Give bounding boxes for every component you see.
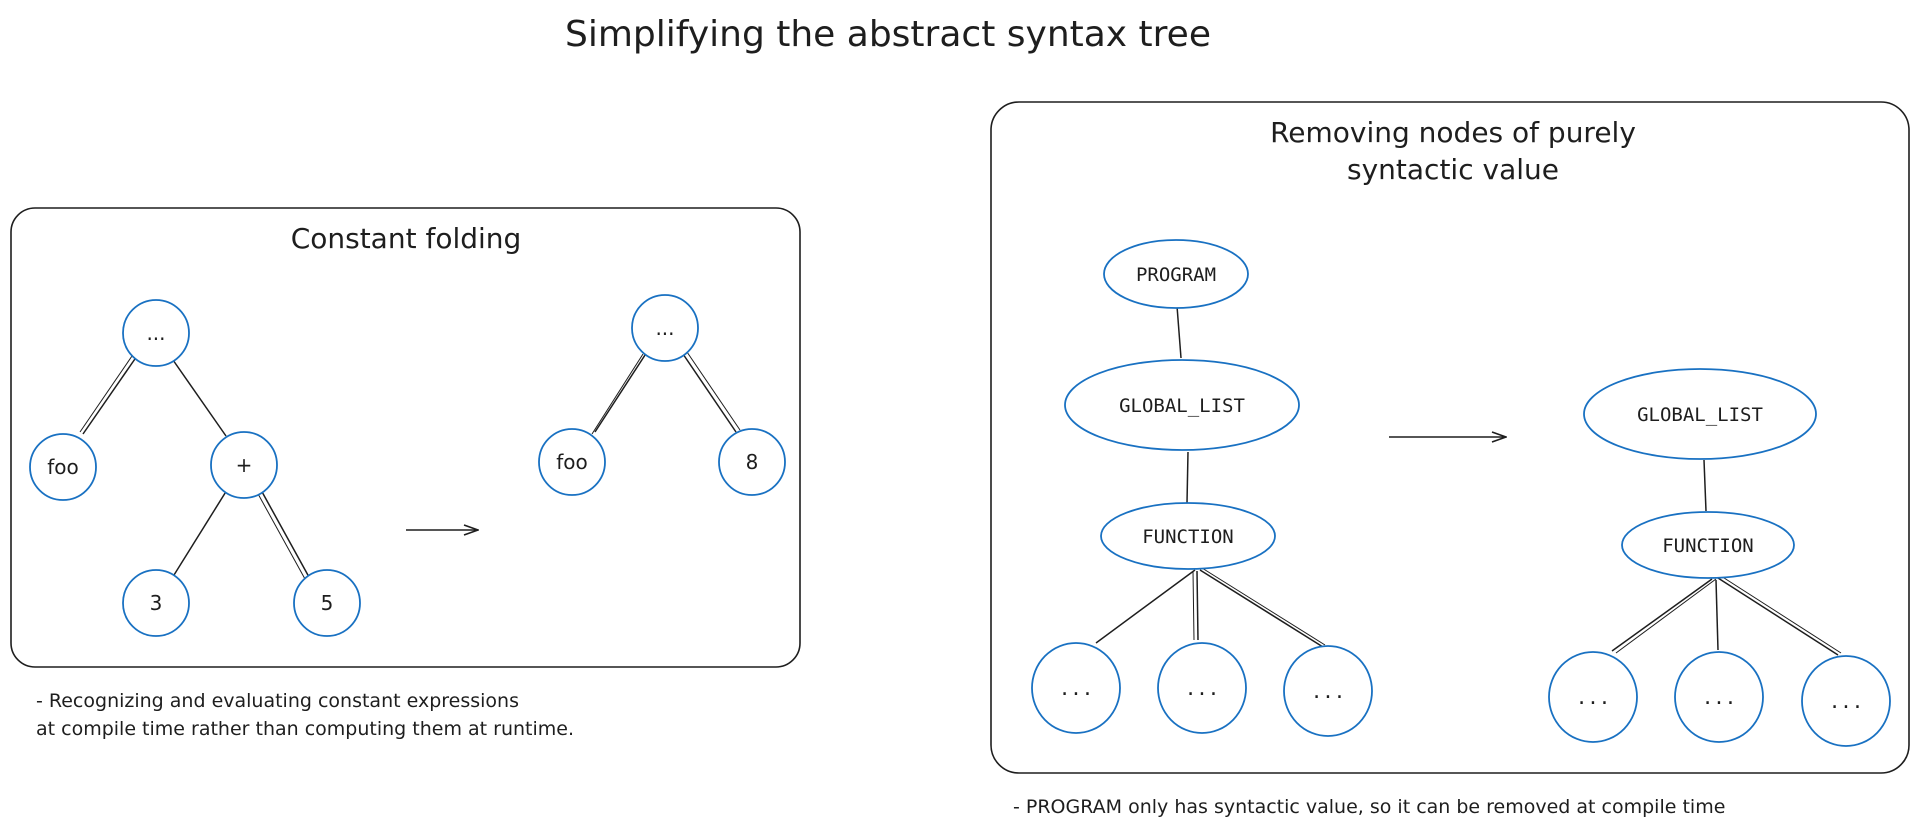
removing-nodes-heading-line1: Removing nodes of purely <box>1270 116 1636 149</box>
before-ast-edges <box>1095 305 1326 648</box>
constant-folding-frame <box>10 207 801 668</box>
node-child2-after: ... <box>1674 651 1764 743</box>
node-five: 5 <box>293 569 361 637</box>
node-three: 3 <box>122 569 190 637</box>
node-global-list-before: GLOBAL_LIST <box>1064 359 1300 451</box>
node-eight-label: 8 <box>746 450 759 474</box>
node-program-label: PROGRAM <box>1136 264 1216 286</box>
node-child1-before: ... <box>1031 642 1121 734</box>
constant-folding-heading: Constant folding <box>291 222 522 255</box>
node-global-list-after: GLOBAL_LIST <box>1583 368 1817 460</box>
removing-nodes-heading-line2: syntactic value <box>1347 153 1559 186</box>
node-root-after: ... <box>631 294 699 362</box>
node-plus: + <box>210 431 278 499</box>
node-child2-before: ... <box>1157 642 1247 734</box>
node-child3-before: ... <box>1283 645 1373 737</box>
node-plus-label: + <box>236 453 253 477</box>
node-child3-before-label: ... <box>1311 681 1345 703</box>
node-child1-after: ... <box>1548 651 1638 743</box>
node-function-before: FUNCTION <box>1100 502 1276 570</box>
node-child1-after-label: ... <box>1576 687 1610 709</box>
removing-nodes-frame <box>990 101 1910 774</box>
node-child3-after: ... <box>1801 655 1891 747</box>
node-function-before-label: FUNCTION <box>1142 526 1234 548</box>
before-tree-edges <box>79 355 310 580</box>
constant-folding-panel: Constant folding ... foo + 3 <box>10 207 801 668</box>
node-global-list-after-label: GLOBAL_LIST <box>1637 404 1763 426</box>
node-child2-after-label: ... <box>1702 687 1736 709</box>
node-program: PROGRAM <box>1103 239 1249 309</box>
node-root-before-label: ... <box>146 321 165 345</box>
node-eight: 8 <box>718 428 786 496</box>
node-global-list-before-label: GLOBAL_LIST <box>1119 395 1245 417</box>
node-foo-after: foo <box>538 428 606 496</box>
constant-folding-note-line1: - Recognizing and evaluating constant ex… <box>36 690 519 712</box>
node-foo-before: foo <box>29 433 97 501</box>
node-five-label: 5 <box>321 591 334 615</box>
after-tree-edges <box>591 351 741 435</box>
node-foo-before-label: foo <box>47 455 79 479</box>
node-function-after: FUNCTION <box>1621 511 1795 579</box>
node-child3-after-label: ... <box>1829 691 1863 713</box>
after-ast-edges <box>1611 459 1842 656</box>
removing-nodes-note: - PROGRAM only has syntactic value, so i… <box>1013 796 1725 818</box>
node-function-after-label: FUNCTION <box>1662 535 1754 557</box>
node-child1-before-label: ... <box>1059 678 1093 700</box>
node-three-label: 3 <box>150 591 163 615</box>
removing-nodes-panel: Removing nodes of purely syntactic value… <box>990 101 1910 774</box>
node-root-before: ... <box>122 299 190 367</box>
node-foo-after-label: foo <box>556 450 588 474</box>
node-child2-before-label: ... <box>1185 678 1219 700</box>
node-root-after-label: ... <box>655 316 674 340</box>
constant-folding-note-line2: at compile time rather than computing th… <box>36 718 574 740</box>
diagram-title: Simplifying the abstract syntax tree <box>565 14 1211 55</box>
